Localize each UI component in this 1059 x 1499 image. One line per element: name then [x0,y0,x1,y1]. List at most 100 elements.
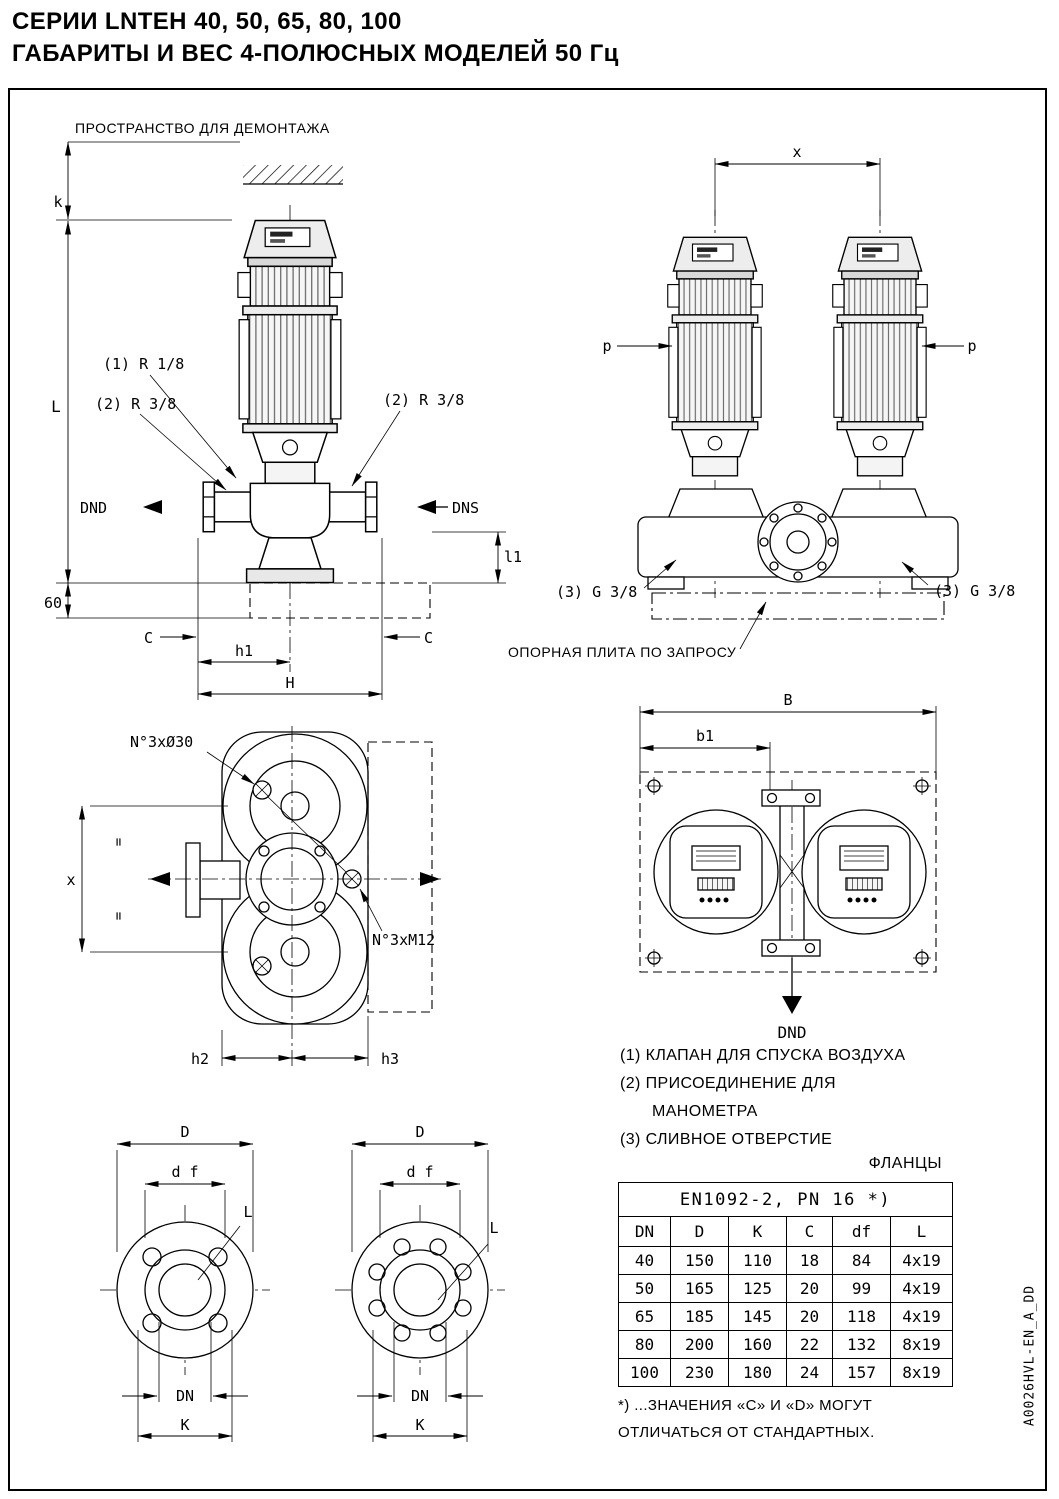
cell: 8x19 [890,1330,953,1359]
dns-label: DNS [452,499,479,517]
legend-item-3: (3) СЛИВНОЕ ОТВЕРСТИЕ [620,1131,833,1148]
dim-label-K: K [180,1416,189,1434]
table-footnote: *) ...ЗНАЧЕНИЯ «C» И «D» МОГУТ ОТЛИЧАТЬС… [618,1392,875,1446]
legend-item-1: (1) КЛАПАН ДЛЯ СПУСКА ВОЗДУХА [620,1047,906,1064]
dim-label-p-left: p [602,337,611,355]
dim-label-K: K [415,1416,424,1434]
title-line-2: ГАБАРИТЫ И ВЕС 4-ПОЛЮСНЫХ МОДЕЛЕЙ 50 Гц [12,40,619,67]
section-arrow-icon [150,872,170,886]
cell: 118 [832,1302,891,1331]
dim-label-l1: l1 [504,548,522,566]
drain-right-label: (3) G 3/8 [934,582,1015,600]
twin-view-drawing: x p p (3) G 3/8 [508,143,1015,660]
dim-label-x-plan: x [66,871,75,889]
cell: 20 [786,1274,833,1303]
cell: 185 [670,1302,729,1331]
cell: 157 [832,1358,891,1387]
title-line-1: СЕРИИ LNTEH 40, 50, 65, 80, 100 [12,8,402,35]
flange-view-4hole: D d f L DN K [100,1123,270,1442]
cell: 20 [786,1302,833,1331]
col-header-k: K [728,1216,787,1247]
cell: 50 [618,1274,671,1303]
footnote-line-2: ОТЛИЧАТЬСЯ ОТ СТАНДАРТНЫХ. [618,1424,875,1441]
dim-label-h2: h2 [191,1050,209,1068]
flanges-section-title: ФЛАНЦЫ [868,1155,942,1172]
cell: 80 [618,1330,671,1359]
dnd-plan-label: DND [778,1023,807,1042]
motor-illustration [667,236,763,477]
dim-label-L: L [51,397,61,416]
hatch-strip [243,165,343,184]
dim-label-L-hole: L [243,1203,252,1221]
drain-left-label: (3) G 3/8 [556,583,637,601]
section-arrow-icon [420,872,440,886]
connection-2-left-label: (2) R 3/8 [95,395,176,413]
dim-label-h3: h3 [381,1050,399,1068]
cell: 145 [728,1302,787,1331]
support-plate-hidden [249,582,431,619]
cell: 99 [832,1274,891,1303]
dim-label-L-hole: L [489,1219,498,1237]
cell: 100 [618,1358,671,1387]
legend-notes: (1) КЛАПАН ДЛЯ СПУСКА ВОЗДУХА (2) ПРИСОЕ… [620,1042,905,1154]
col-header-df: df [832,1216,891,1247]
cell: 65 [618,1302,671,1331]
holes-m12-label: N°3xM12 [372,931,435,949]
dnd-label: DND [80,499,107,517]
pump-illustration [203,220,377,582]
dim-label-c-right: C [424,629,433,647]
cell: 132 [832,1330,891,1359]
dim-label-60: 60 [44,594,62,612]
side-view-drawing: ПРОСТРАНСТВО ДЛЯ ДЕМОНТАЖА k L (1) R 1/8… [44,120,522,700]
table-row: 40 150 110 18 84 4x19 [618,1246,953,1275]
dim-label-df: d f [171,1163,198,1181]
footnote-line-1: *) ...ЗНАЧЕНИЯ «C» И «D» МОГУТ [618,1397,873,1414]
document-code: A0026HVL-EN_A_DD [1022,1284,1038,1427]
cell: 4x19 [890,1302,953,1331]
support-plate-label: ОПОРНАЯ ПЛИТА ПО ЗАПРОСУ [508,644,736,660]
table-row: 65 185 145 20 118 4x19 [618,1302,953,1331]
legend-item-2b: МАНОМЕТРА [652,1103,758,1120]
cell: 18 [786,1246,833,1275]
dim-label-k: k [53,193,62,211]
cell: 4x19 [890,1274,953,1303]
cell: 40 [618,1246,671,1275]
motor-illustration [832,236,928,477]
col-header-c: C [786,1216,833,1247]
cell: 24 [786,1358,833,1387]
connection-1-label: (1) R 1/8 [103,355,184,373]
cell: 84 [832,1246,891,1275]
cell: 125 [728,1274,787,1303]
support-plate-outline [651,592,945,620]
dim-label-D: D [180,1123,189,1141]
cell: 180 [728,1358,787,1387]
dim-label-DN: DN [411,1387,429,1405]
col-header-dn: DN [618,1216,671,1247]
dim-label-b1: b1 [696,727,714,745]
cell: 230 [670,1358,729,1387]
connection-2-right-label: (2) R 3/8 [383,391,464,409]
holes-30-label: N°3xØ30 [130,733,193,751]
equal-mark: = [110,912,126,920]
cell: 160 [728,1330,787,1359]
drawing-frame [8,88,1047,1491]
dim-label-DN: DN [176,1387,194,1405]
dim-label-H: H [285,674,294,692]
table-title: EN1092-2, PN 16 *) [618,1182,953,1217]
dim-label-c-left: C [144,629,153,647]
legend-item-2: (2) ПРИСОЕДИНЕНИЕ ДЛЯ [620,1075,837,1092]
col-header-d: D [670,1216,729,1247]
plan-view-drawing: N°3xØ30 N°3xM12 x = = h2 h3 [66,726,442,1068]
table-row: 50 165 125 20 99 4x19 [618,1274,953,1303]
flange-table: EN1092-2, PN 16 *) DN D K C df L 40 150 … [618,1182,953,1387]
cell: 8x19 [890,1358,953,1387]
dim-label-h1: h1 [235,642,253,660]
cell: 110 [728,1246,787,1275]
flange-view-8hole: D d f L DN K [335,1123,505,1442]
plan-view-right-drawing: B b1 [639,691,937,1042]
clearance-label: ПРОСТРАНСТВО ДЛЯ ДЕМОНТАЖА [75,120,330,136]
cell: 4x19 [890,1246,953,1275]
table-row: 80 200 160 22 132 8x19 [618,1330,953,1359]
